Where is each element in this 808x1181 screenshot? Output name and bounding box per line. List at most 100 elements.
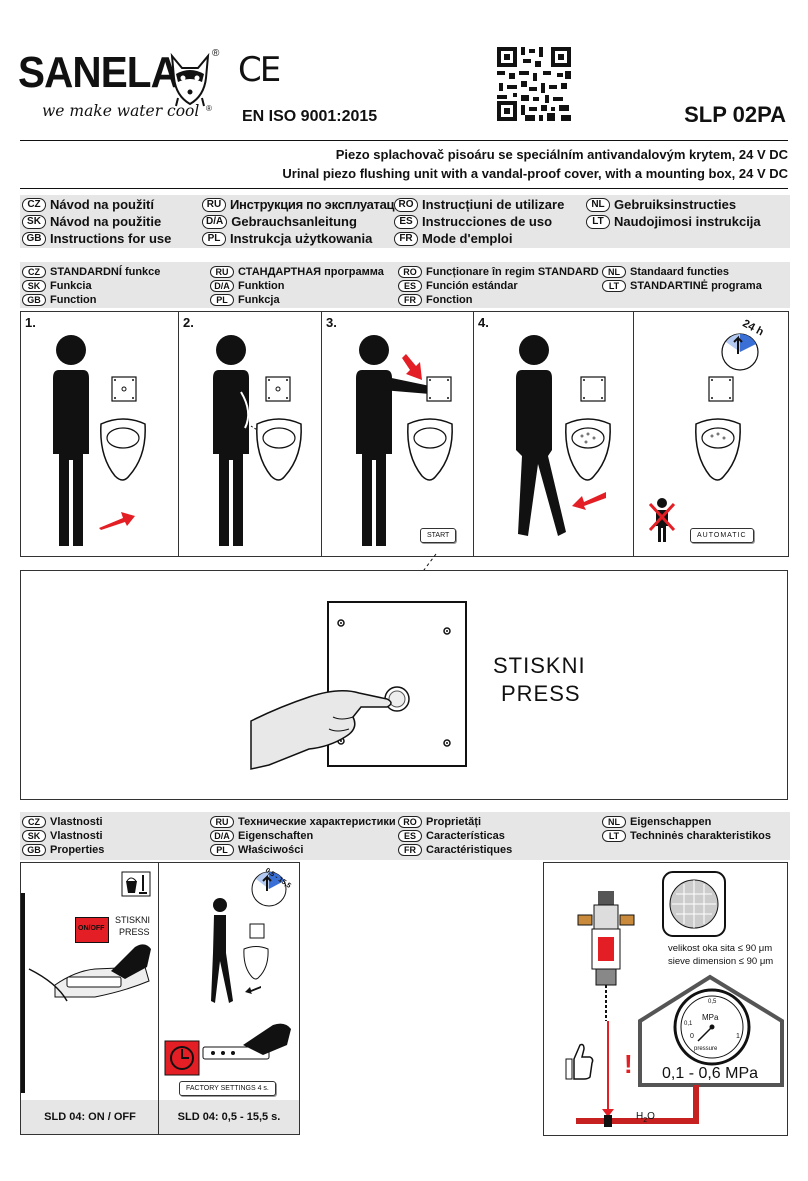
timer-dial-icon: [721, 333, 759, 371]
step-panel-3: 3. START: [321, 311, 475, 557]
gauge-tick-3: 1: [736, 1033, 740, 1040]
step-number-4: 4.: [478, 315, 489, 330]
urinal-icon: [100, 418, 146, 481]
subtitle-cz: Piezo splachovač pisoáru se speciálním a…: [335, 147, 788, 162]
step-panel-1: 1.: [20, 311, 180, 557]
cleaning-bucket-icon: [121, 871, 151, 897]
urinal-flushing-icon: [695, 418, 741, 481]
thumbs-up-icon: [565, 1043, 594, 1080]
press-panel: STISKNI PRESS: [20, 570, 788, 800]
gauge-tick-0: 0: [690, 1033, 694, 1040]
water-pipe-icon: [576, 1021, 699, 1127]
automatic-tag: AUTOMATIC: [690, 528, 754, 543]
iso-standard: EN ISO 9001:2015: [242, 108, 378, 125]
flush-plate-icon: [708, 376, 734, 402]
factory-settings-tag: FACTORY SETTINGS 4 s.: [179, 1081, 276, 1096]
timer-dial-icon: [251, 871, 287, 907]
flush-plate-large: [327, 601, 467, 767]
man-walking-icon: [516, 335, 566, 536]
arrow-out-small-icon: [245, 986, 261, 994]
sieve-label-en: sieve dimension ≤ 90 μm: [668, 956, 774, 967]
qr-code-icon: [495, 45, 573, 123]
warning-mark: !: [624, 1049, 633, 1079]
press-arrow-icon: [402, 354, 422, 380]
raccoon-icon: [170, 52, 210, 107]
prop-panel-onoff: ON/OFF STISKNI PRESS: [20, 862, 159, 1102]
lang-divider: [20, 188, 788, 189]
man-pressing-icon: [356, 335, 430, 546]
urinal-icon: [243, 946, 269, 980]
flush-plate-icon: [426, 376, 452, 402]
sieve-label-cz: velikost oka sita ≤ 90 μm: [668, 943, 773, 954]
step-panel-auto: 24 h AUTOMATIC: [633, 311, 789, 557]
prop-panel-time: 0,5 - 15,5 FACTORY SETTINGS 4 s.: [158, 862, 300, 1102]
flush-plate-icon: [580, 376, 606, 402]
stiskni-label: STISKNI: [115, 915, 151, 925]
registered-mark-slogan: ®: [206, 104, 212, 113]
start-tag: START: [420, 528, 457, 543]
water-panel: velikost oka sita ≤ 90 μm sieve dimensio…: [543, 862, 788, 1136]
press-label-en: PRESS: [501, 681, 581, 706]
brand-slogan: we make water cool: [42, 102, 200, 120]
arrow-in-icon: [99, 512, 135, 530]
valve-filter-icon: [577, 891, 635, 1021]
flush-plate-icon: [265, 376, 291, 402]
flush-plate-icon: [249, 923, 265, 939]
man-urinating-icon: [213, 335, 250, 546]
arrow-out-icon: [572, 492, 606, 510]
brand-logo: SANELA ® we make water cool ®: [16, 48, 220, 134]
urinal-icon: [407, 418, 453, 481]
registered-mark: ®: [212, 48, 220, 59]
man-standing-icon: [53, 335, 89, 546]
sieve-icon: [662, 871, 726, 937]
step-number-1: 1.: [25, 315, 36, 330]
press-label-cz: STISKNI: [493, 653, 586, 678]
wall-edge: [21, 893, 25, 1093]
urinal-edge-icon: [28, 968, 68, 1002]
hand-pressing-icon: [250, 690, 392, 770]
step-panel-4: 4.: [473, 311, 635, 557]
header-divider: [20, 140, 788, 141]
gauge-tick-1: 0,1: [684, 1021, 693, 1027]
gauge-label: pressure: [694, 1046, 718, 1052]
step-number-3: 3.: [326, 315, 337, 330]
onoff-label: ON/OFF: [78, 925, 105, 932]
gauge-tick-2: 0,5: [708, 999, 717, 1005]
brand-name: SANELA: [18, 48, 180, 97]
gauge-unit: MPa: [702, 1013, 719, 1022]
press-label: PRESS: [119, 927, 150, 937]
sld-onoff-caption: SLD 04: ON / OFF: [20, 1100, 159, 1135]
subtitle-en: Urinal piezo flushing unit with a vandal…: [282, 166, 788, 181]
ce-mark: CE: [238, 50, 281, 90]
sld-time-caption: SLD 04: 0,5 - 15,5 s.: [158, 1100, 300, 1135]
hand-on-switch-icon: [54, 944, 151, 998]
